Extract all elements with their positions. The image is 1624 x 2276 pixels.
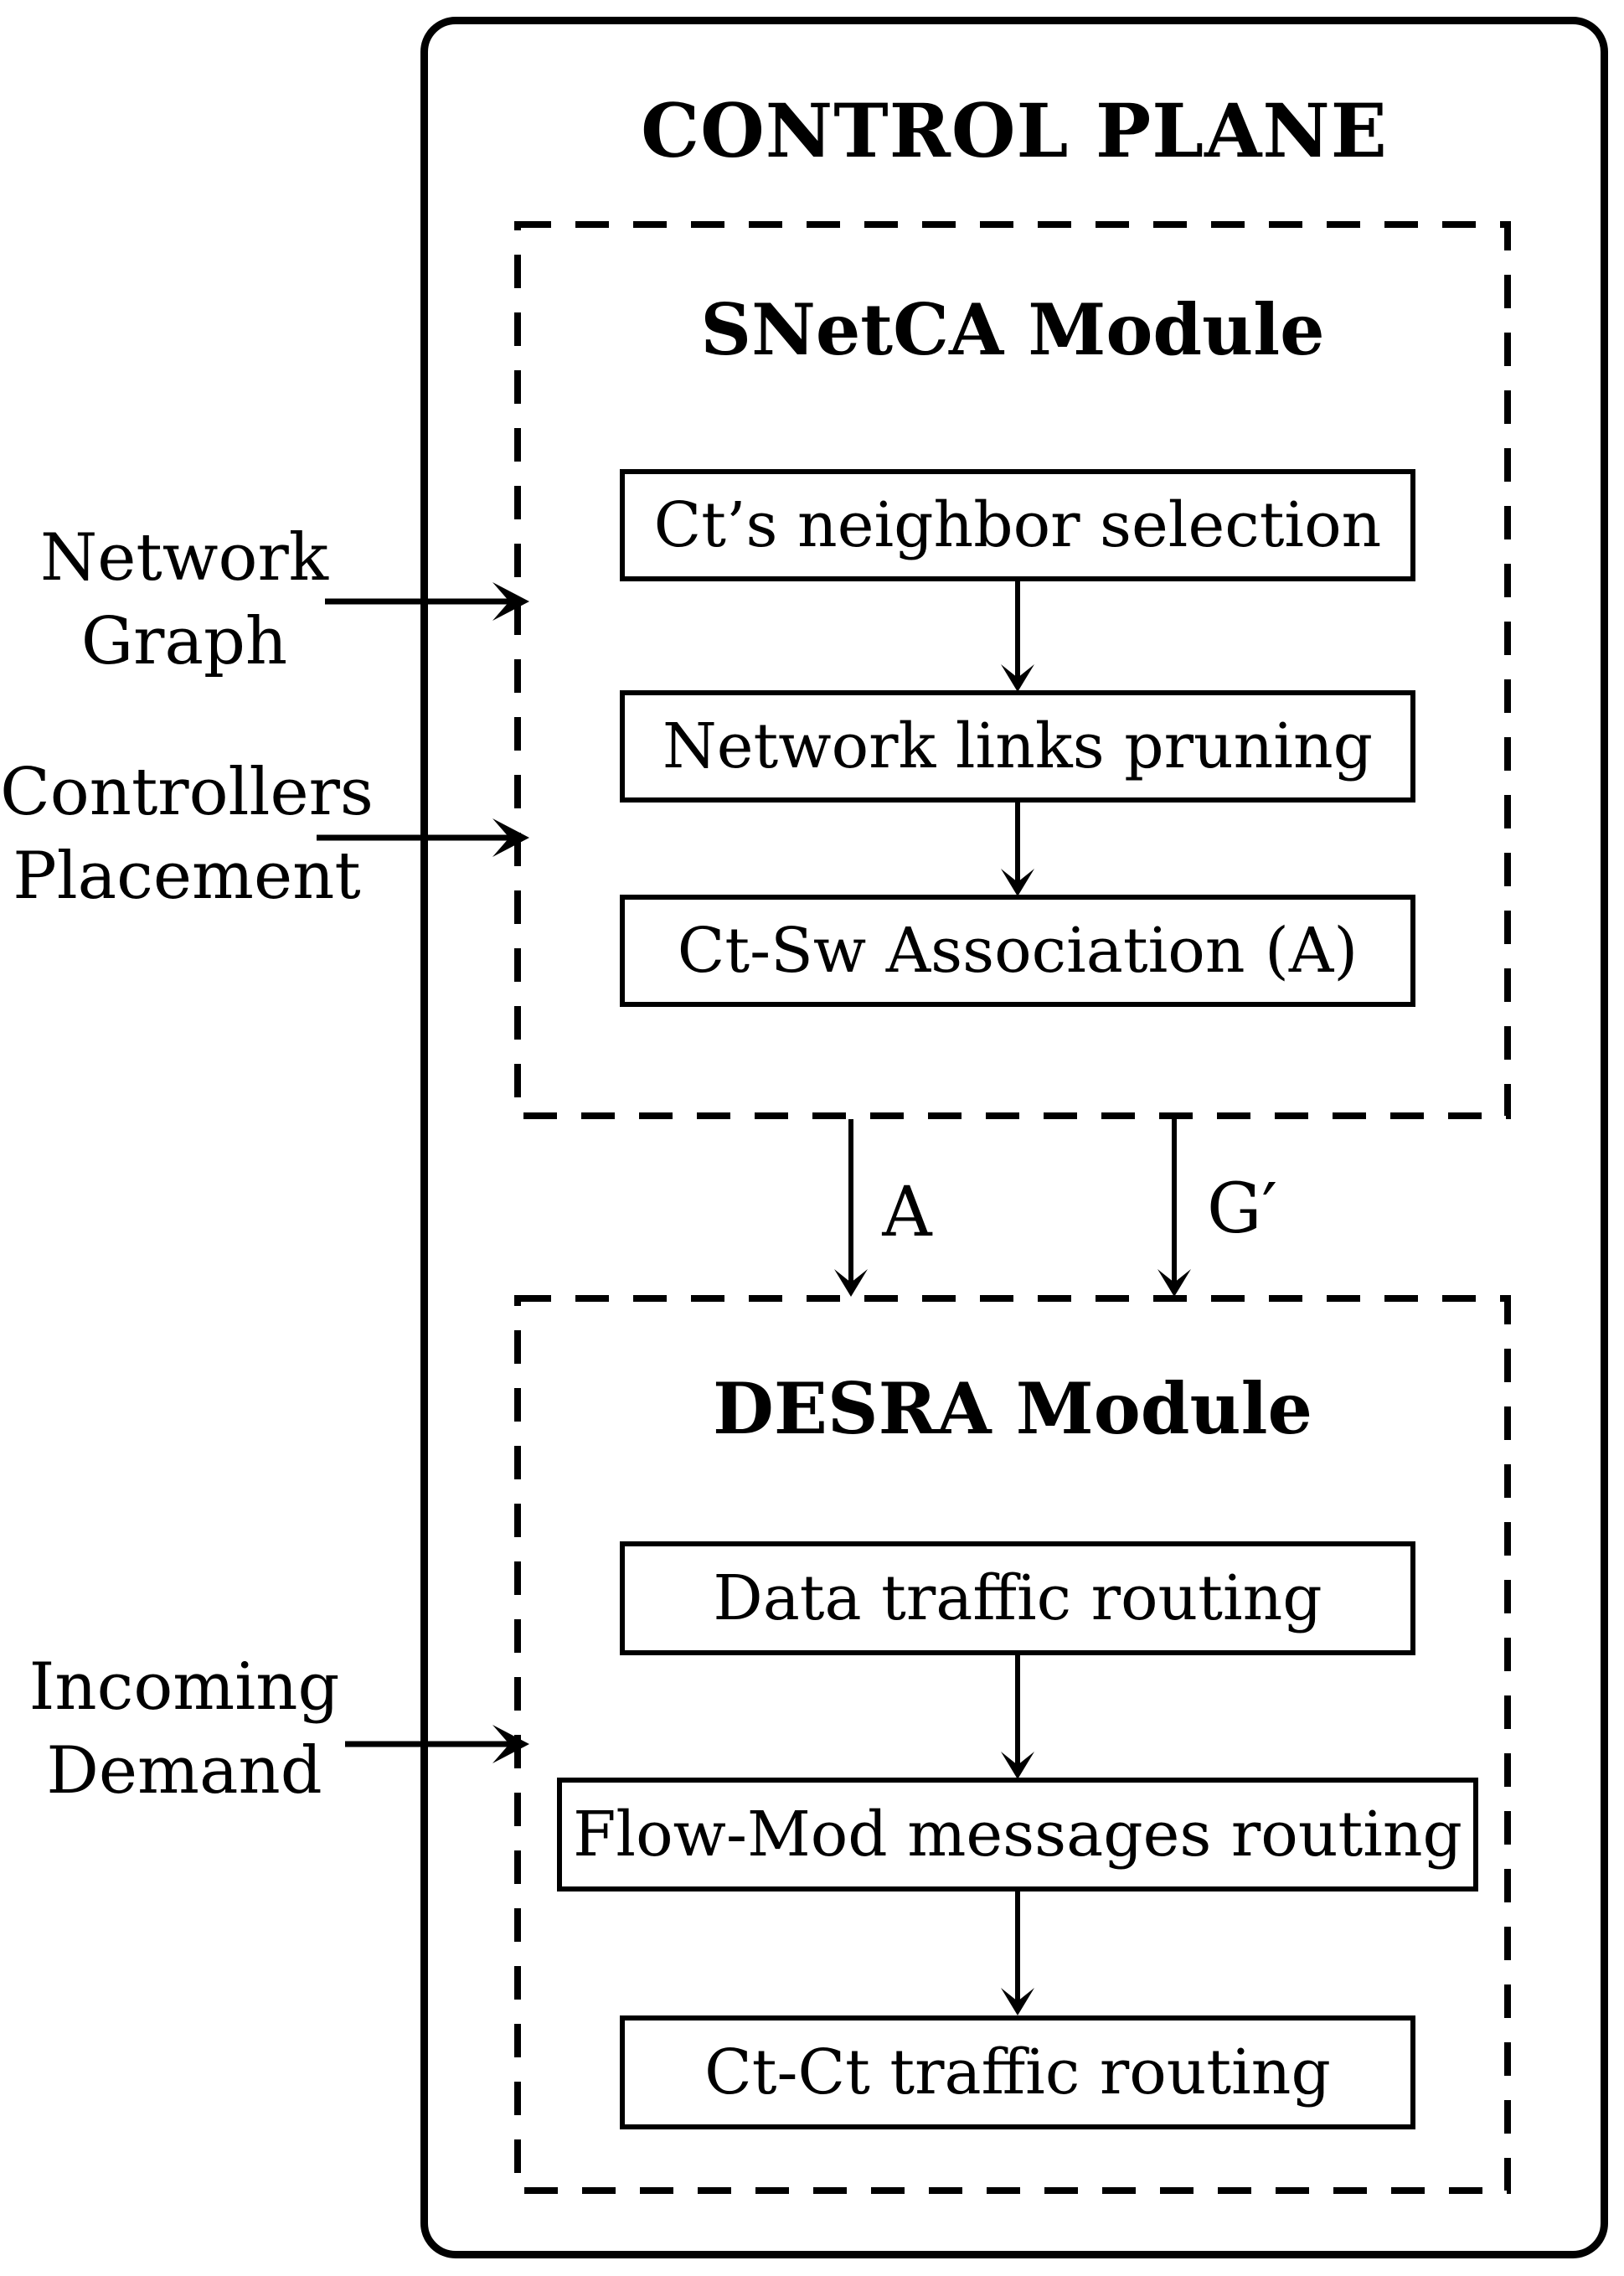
input-label-line: Incoming <box>28 1649 340 1725</box>
process-box-links-pruning: Network links pruning <box>620 690 1415 803</box>
input-label-line: Network <box>39 520 329 596</box>
process-box-ctct-traffic-routing: Ct-Ct traffic routing <box>620 2015 1415 2129</box>
input-label-line: Graph <box>80 604 288 679</box>
snetca-module-title: SNetCA Module <box>700 288 1325 371</box>
input-label-network-graph: Network Graph <box>17 516 352 684</box>
process-box-data-traffic-routing: Data traffic routing <box>620 1541 1415 1655</box>
edge-label-pruned-graph-g: G′ <box>1206 1169 1278 1249</box>
input-label-controllers-placement: Controllers Placement <box>0 751 374 918</box>
edge-label-association-a: A <box>882 1173 932 1252</box>
diagram-title: CONTROL PLANE <box>641 87 1388 174</box>
process-box-flowmod-routing: Flow-Mod messages routing <box>557 1778 1478 1892</box>
input-label-line: Controllers <box>0 755 374 830</box>
input-label-line: Placement <box>13 839 361 914</box>
process-box-ct-sw-association: Ct-Sw Association (A) <box>620 895 1415 1007</box>
process-box-neighbor-selection: Ct’s neighbor selection <box>620 469 1415 581</box>
input-label-line: Demand <box>46 1733 322 1809</box>
input-label-incoming-demand: Incoming Demand <box>8 1645 360 1813</box>
desra-module-title: DESRA Module <box>713 1367 1312 1450</box>
